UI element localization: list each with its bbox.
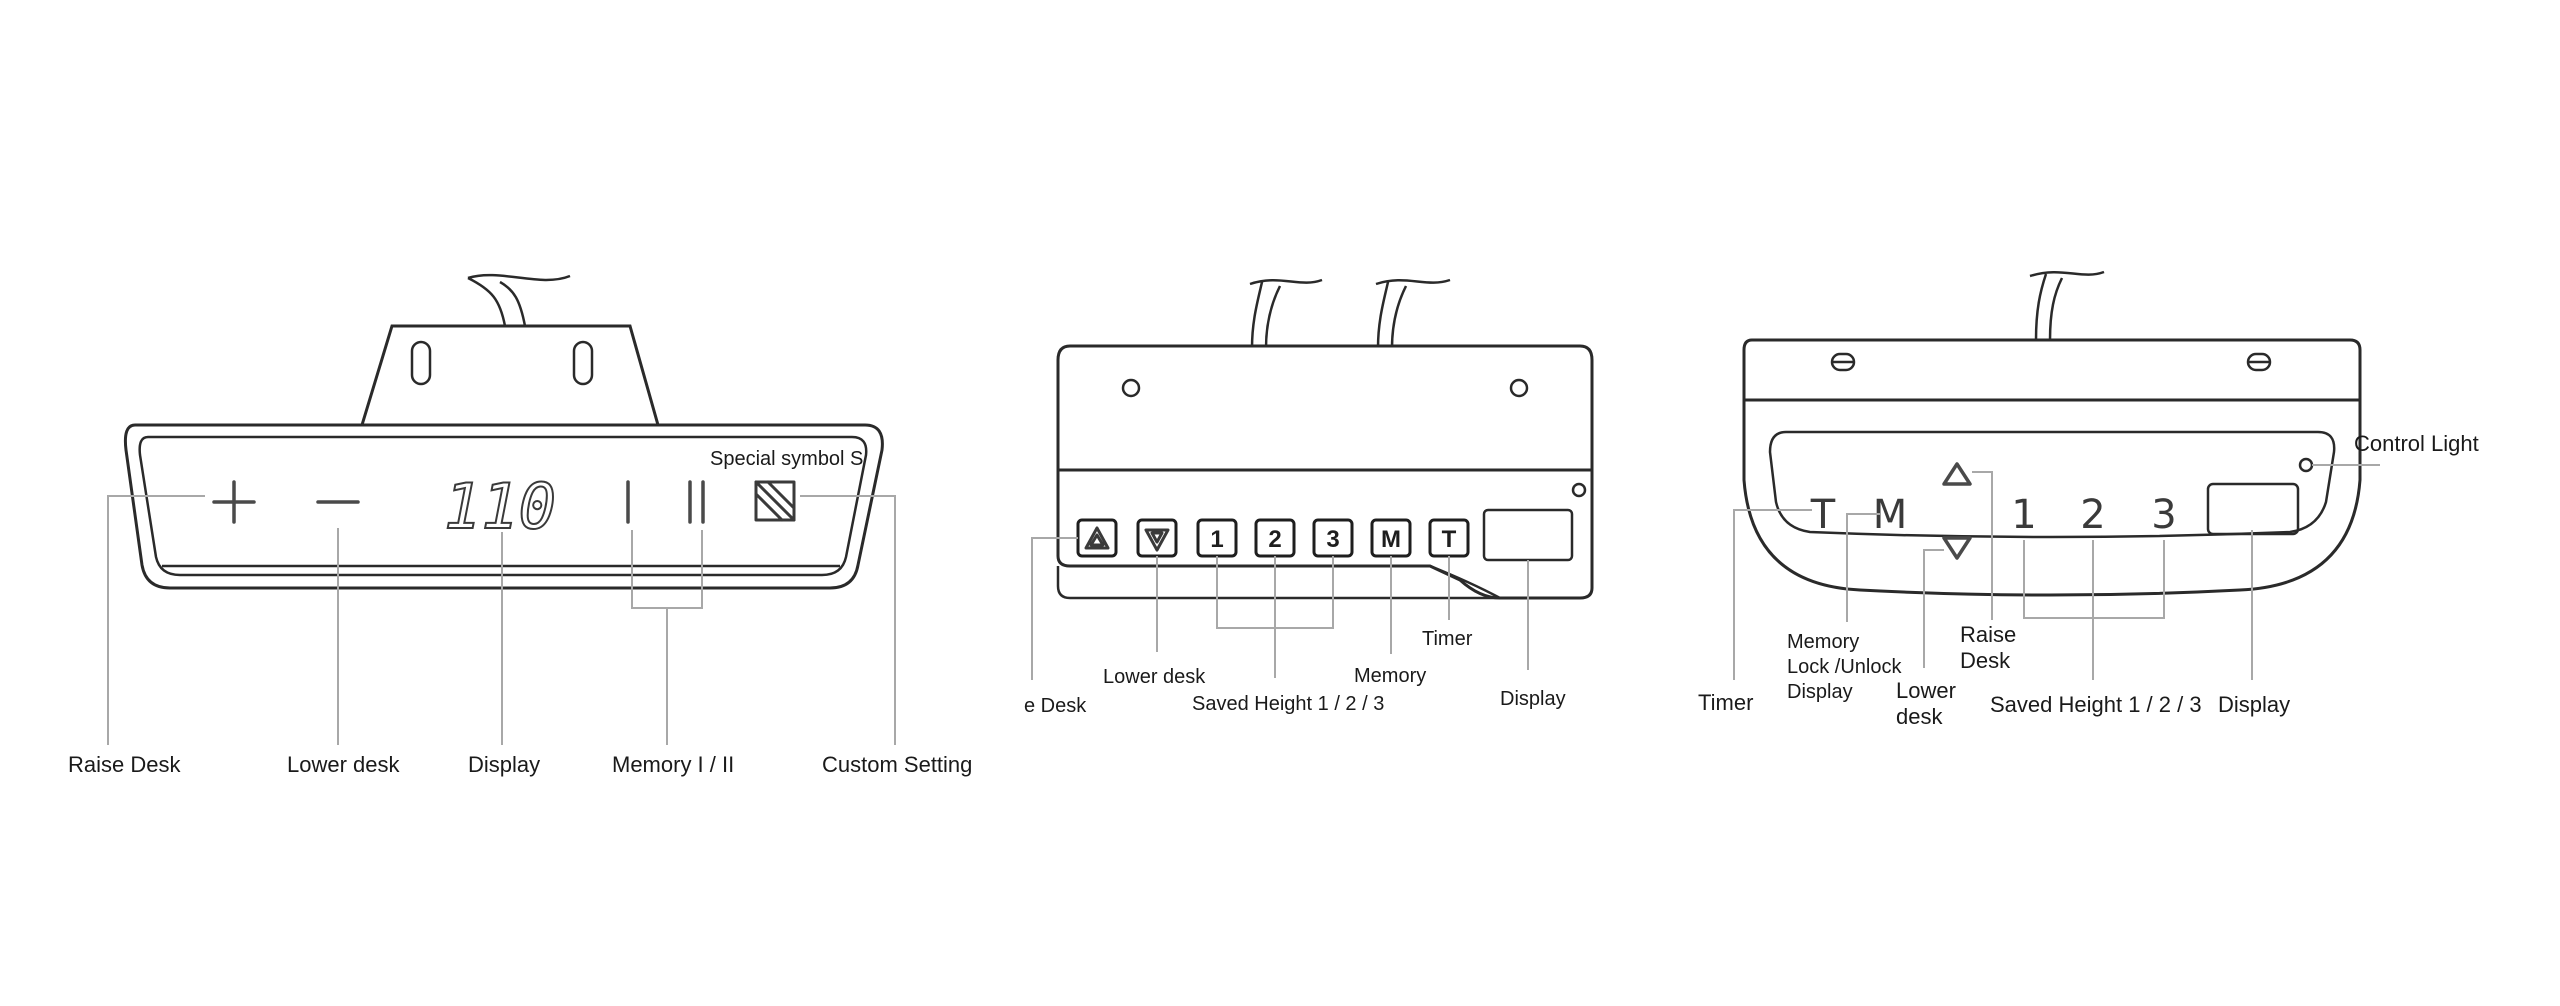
controller-1-cable: [467, 273, 571, 327]
leader-2-raise: [1031, 537, 1078, 680]
controller-2-indicator-light: [1571, 482, 1587, 498]
memory-two-icon[interactable]: [688, 480, 705, 524]
lower-triangle-icon[interactable]: [1942, 536, 1972, 560]
saved-height-3-button[interactable]: 3: [2151, 492, 2176, 538]
saved-height-1-key-label: 1: [1210, 526, 1223, 553]
label-lower-desk: Lower desk: [287, 752, 401, 777]
label-3-saved-height: Saved Height 1 / 2 / 3: [1990, 692, 2202, 717]
memory-key-label: M: [1381, 526, 1401, 553]
controller-1-slot-right: [572, 340, 594, 386]
controller-2-cable-right: [1375, 278, 1451, 349]
controller-3-face-panel: [1768, 430, 2336, 539]
leader-3-raise: [1972, 471, 1993, 620]
down-triangle-icon: [1144, 528, 1170, 552]
label-custom-setting: Custom Setting: [822, 752, 972, 777]
label-2-display: Display: [1500, 688, 1566, 710]
label-2-lower-desk: Lower desk: [1103, 666, 1206, 688]
leader-custom-setting: [800, 495, 896, 745]
leader-3-saved: [2023, 540, 2165, 680]
controller-2-edge: [1429, 564, 1501, 600]
label-3-control-light: Control Light: [2354, 431, 2479, 456]
leader-2-saved: [1216, 556, 1334, 678]
controller-3-screw-left: [1830, 352, 1856, 372]
leader-3-memory: [1846, 513, 1880, 622]
controller-1-face-panel: [138, 435, 868, 577]
label-display: Display: [468, 752, 540, 777]
controller-3-body: [1742, 398, 2362, 597]
controller-3-cable: [2029, 270, 2105, 341]
label-3-memory-line1: Memory: [1787, 631, 1859, 653]
controller-2-screw-left: [1121, 378, 1141, 398]
label-raise-desk: Raise Desk: [68, 752, 181, 777]
label-3-lower-line2: desk: [1896, 704, 1943, 729]
saved-height-1-button[interactable]: 1: [2011, 492, 2036, 538]
label-3-lower-line1: Lower: [1896, 678, 1956, 703]
special-symbol-s-icon[interactable]: [754, 480, 796, 522]
leader-3-lower: [1923, 549, 1944, 668]
label-3-memory-line2: Lock /Unlock: [1787, 656, 1902, 678]
label-memory: Memory I / II: [612, 752, 734, 777]
saved-height-3-key-label: 3: [1326, 526, 1339, 553]
label-2-raise-desk: e Desk: [1024, 695, 1087, 717]
label-3-memory-line3: Display: [1787, 681, 1853, 703]
label-2-memory: Memory: [1354, 665, 1426, 687]
label-3-raise-line1: Raise: [1960, 622, 2016, 647]
label-3-display: Display: [2218, 692, 2290, 717]
label-3-raise-line2: Desk: [1960, 648, 2011, 673]
controller-2-housing: [1056, 344, 1594, 472]
raise-key[interactable]: [1076, 518, 1118, 558]
controller-1-body: [123, 423, 884, 590]
up-triangle-icon: [1084, 526, 1110, 550]
label-2-timer: Timer: [1422, 628, 1473, 650]
saved-height-2-key-label: 2: [1268, 526, 1281, 553]
controller-1-slot-left: [410, 340, 432, 386]
label-2-saved-height: Saved Height 1 / 2 / 3: [1192, 693, 1384, 715]
leader-raise-desk: [107, 495, 205, 745]
leader-memory: [631, 530, 703, 745]
controller-1-mount-bracket: [359, 324, 660, 427]
controller-2-cable-left: [1249, 278, 1323, 349]
controller-2: 1 2 3 M T e Desk Lower desk Saved Height…: [1024, 278, 1594, 717]
timer-button[interactable]: T: [1810, 492, 1836, 538]
label-3-timer: Timer: [1698, 690, 1753, 715]
plus-icon[interactable]: [212, 480, 256, 524]
segment-display-reading: 110: [444, 470, 556, 543]
controller-2-bottom-strip: [1056, 566, 1500, 600]
saved-height-2-button[interactable]: 2: [2080, 492, 2105, 538]
leader-3-timer: [1733, 509, 1812, 680]
controller-3-screw-right: [2246, 352, 2272, 372]
controller-1: 110 Special symbol S Raise Desk Lower de…: [68, 273, 972, 777]
timer-key-label: T: [1442, 526, 1457, 553]
controller-2-screw-right: [1509, 378, 1529, 398]
controller-3: T M 1 2 3 Control Light Memory Lock /Unl…: [1698, 270, 2479, 729]
raise-triangle-icon[interactable]: [1942, 462, 1972, 486]
callout-special-symbol: Special symbol S: [710, 448, 863, 470]
